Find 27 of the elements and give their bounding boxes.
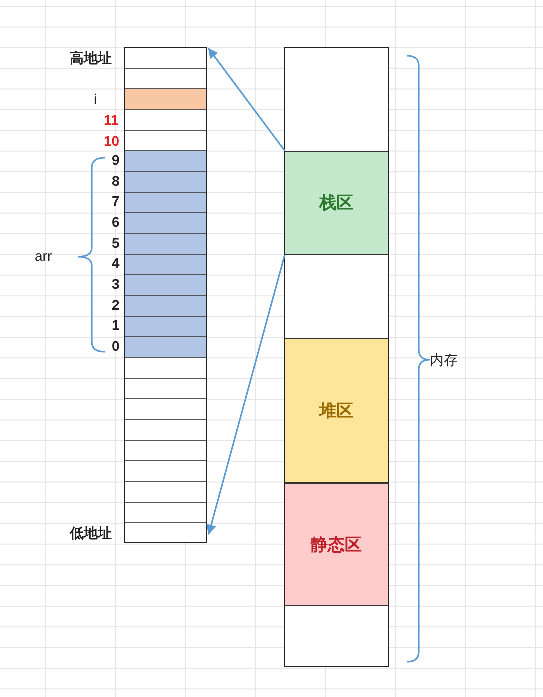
memory-column-bar [124, 47, 207, 543]
index-label: 4 [112, 254, 120, 274]
index-label: 8 [112, 172, 120, 191]
address-label: 低地址 [70, 524, 112, 543]
arrow [206, 254, 286, 535]
memory-region [285, 483, 388, 606]
index-label: 9 [112, 151, 120, 170]
index-label: 11 [104, 111, 119, 130]
memory-column-bar [284, 47, 389, 667]
index-label: 5 [112, 234, 120, 253]
index-label: 0 [112, 337, 120, 356]
arrow [208, 48, 286, 152]
region-label: 堆区 [318, 400, 354, 422]
address-label: 高地址 [70, 49, 112, 68]
region-label: 栈区 [318, 192, 354, 214]
variable-label: arr [35, 247, 52, 266]
index-label: 7 [112, 192, 120, 212]
index-label: 10 [104, 132, 120, 151]
index-label: 6 [112, 213, 120, 232]
index-label: 3 [112, 275, 120, 294]
memory-region [285, 151, 388, 255]
index-label: 1 [112, 316, 120, 336]
index-label: 2 [112, 296, 120, 315]
memory-region [285, 338, 388, 483]
region-label: 静态区 [310, 534, 363, 556]
variable-label: i [94, 90, 98, 109]
memory-label: 内存 [430, 351, 458, 370]
